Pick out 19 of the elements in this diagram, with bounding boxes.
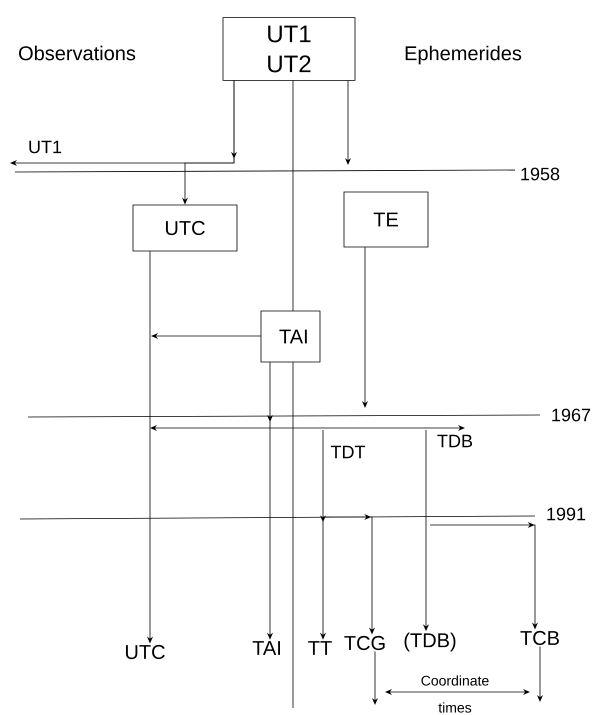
year-label: 1958 bbox=[521, 168, 560, 180]
year-label: 1967 bbox=[552, 408, 590, 422]
edge-label: UT1 bbox=[27, 140, 63, 154]
time-scale-box: UTC bbox=[132, 204, 238, 252]
edge-label: TDT bbox=[330, 444, 366, 460]
time-scale-label: UTC bbox=[126, 644, 165, 660]
time-scale-box: TE bbox=[344, 192, 428, 248]
span-label: Coordinate times bbox=[421, 675, 489, 713]
time-scale-label: TCB bbox=[520, 630, 559, 646]
time-scale-label: TT bbox=[308, 641, 332, 655]
time-scale-label: TAI bbox=[252, 641, 280, 655]
time-scale-label: TCG bbox=[344, 636, 385, 650]
time-scale-box: UT1 UT2 bbox=[222, 17, 356, 81]
edge-label: TDB bbox=[436, 434, 474, 448]
time-scale-label: (TDB) bbox=[404, 632, 456, 652]
text-label: Ephemerides bbox=[406, 46, 522, 64]
text-label: Observations bbox=[19, 46, 136, 60]
year-label: 1991 bbox=[547, 508, 586, 520]
time-scale-box: TAI bbox=[260, 310, 320, 362]
